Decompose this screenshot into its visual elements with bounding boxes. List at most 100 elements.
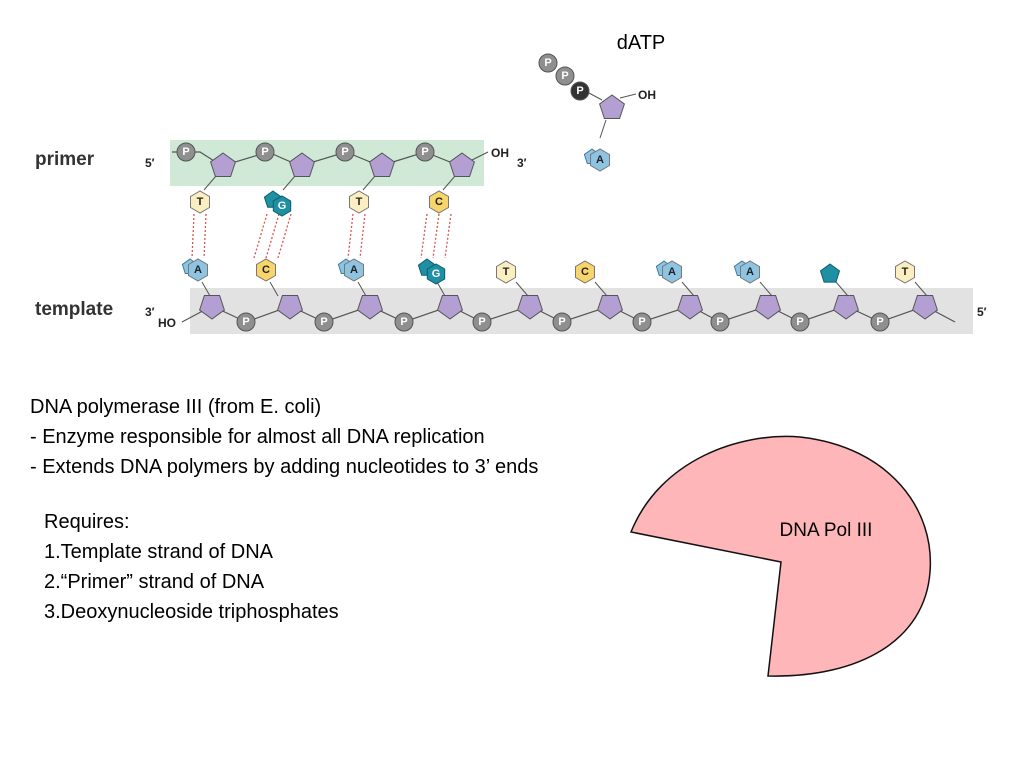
requirement-dntps: 3.Deoxynucleoside triphosphates: [44, 601, 339, 623]
template-unpaired-base: [819, 263, 841, 283]
datp-base: [590, 148, 610, 172]
base-letter: T: [356, 196, 363, 208]
base-g-ring6: [426, 263, 446, 285]
phosphate-label: P: [558, 316, 565, 328]
bullet-enzyme-responsible: - Enzyme responsible for almost all DNA …: [30, 426, 485, 448]
hydrogen-bonds: [191, 213, 452, 259]
phosphate-label: P: [421, 146, 428, 158]
glycosidic-bond: [835, 281, 849, 297]
sugar-pentagon: [437, 295, 463, 320]
phosphate-circle: [710, 312, 730, 332]
base-letter: A: [350, 264, 358, 276]
sugar-pentagon: [449, 152, 475, 177]
template-unpaired-base: [662, 260, 682, 284]
primer-base: [190, 190, 210, 214]
phosphate-label: P: [261, 146, 268, 158]
primer-strand: P T P G P T P C: [176, 142, 475, 217]
primer-base: [349, 190, 369, 214]
sugar-pentagon: [677, 295, 703, 320]
description-block: DNA polymerase III (from E. coli) - Enzy…: [30, 392, 538, 482]
glycosidic-bond: [436, 281, 446, 297]
datp-label: dATP: [617, 32, 666, 54]
phosphate-circle: [335, 142, 355, 162]
base-letter: C: [262, 264, 270, 276]
glycosidic-bond: [681, 281, 695, 297]
phosphate-circle: [236, 312, 256, 332]
template-5-end: 5′: [977, 305, 987, 319]
primer-oh: OH: [491, 146, 509, 160]
glycosidic-bond: [442, 175, 456, 191]
glycosidic-bond: [362, 175, 376, 191]
primer-5-end: 5′: [145, 156, 155, 170]
dna-pol-iii-label: DNA Pol III: [780, 520, 873, 541]
glycosidic-bond: [203, 175, 217, 191]
dna-pol-iii-enzyme: [629, 435, 932, 677]
phosphate-label: P: [638, 316, 645, 328]
base-letter: T: [902, 266, 909, 278]
hydrogen-bond: [359, 213, 366, 259]
phosphate-circle: [552, 312, 572, 332]
hydrogen-bond: [432, 213, 440, 259]
phosphate-label: P: [242, 316, 249, 328]
datp-oh: OH: [638, 88, 656, 102]
base-letter: A: [668, 266, 676, 278]
phosphate-circle: [632, 312, 652, 332]
base-letter: A: [596, 154, 604, 166]
phosphate-circle: [870, 312, 890, 332]
bullet-extends-polymers: - Extends DNA polymers by adding nucleot…: [30, 456, 539, 478]
datp-glycosidic-bond: [599, 119, 607, 139]
hydrogen-bond: [277, 213, 292, 259]
template-unpaired-base: [496, 260, 516, 284]
base-letter: C: [581, 266, 589, 278]
base-letter: A: [194, 264, 202, 276]
phosphate-circle: [314, 312, 334, 332]
base-letter: T: [197, 196, 204, 208]
phosphate-label: P: [341, 146, 348, 158]
phosphate-circle: [570, 81, 590, 101]
hydrogen-bond: [203, 213, 207, 259]
phosphate-label: P: [478, 316, 485, 328]
phosphate-circle: [255, 142, 275, 162]
sugar-pentagon: [597, 295, 623, 320]
glycosidic-bond: [914, 281, 928, 297]
phosphate-label: P: [576, 85, 583, 97]
sugar-pentagon: [599, 94, 625, 119]
base-letter: G: [278, 200, 287, 212]
phosphate-circle: [555, 66, 575, 86]
glycosidic-bond: [201, 281, 211, 297]
template-paired-base: [188, 258, 208, 282]
phosphate-label: P: [876, 316, 883, 328]
template-unpaired-base: [575, 260, 595, 284]
phosphate-label: P: [544, 57, 551, 69]
phosphate-label: P: [400, 316, 407, 328]
base-letter: A: [746, 266, 754, 278]
template-ho: HO: [158, 316, 176, 330]
sugar-pentagon: [369, 152, 395, 177]
phosphate-circle: [415, 142, 435, 162]
glycosidic-bond: [282, 175, 296, 191]
template-label: template: [35, 299, 113, 320]
base-letter: C: [435, 196, 443, 208]
sugar-pentagon: [199, 295, 225, 320]
hydrogen-bond: [253, 213, 268, 259]
glycosidic-bond: [515, 281, 529, 297]
sugar-pentagon: [289, 152, 315, 177]
glycosidic-bond: [759, 281, 773, 297]
hydrogen-bond: [420, 213, 428, 259]
glycosidic-bond: [357, 281, 367, 297]
glycosidic-bond: [269, 281, 279, 297]
requirement-primer: 2.“Primer” strand of DNA: [44, 571, 265, 593]
phosphate-label: P: [182, 146, 189, 158]
heading-text: DNA polymerase III (from E. coli): [30, 396, 322, 418]
sugar-pentagon: [357, 295, 383, 320]
template-unpaired-base: [740, 260, 760, 284]
phosphate-circle: [538, 53, 558, 73]
base-letter: T: [503, 266, 510, 278]
sugar-pentagon: [833, 295, 859, 320]
primer-label: primer: [35, 149, 95, 170]
phosphate-label: P: [320, 316, 327, 328]
primer-3-end: 3′: [517, 156, 527, 170]
